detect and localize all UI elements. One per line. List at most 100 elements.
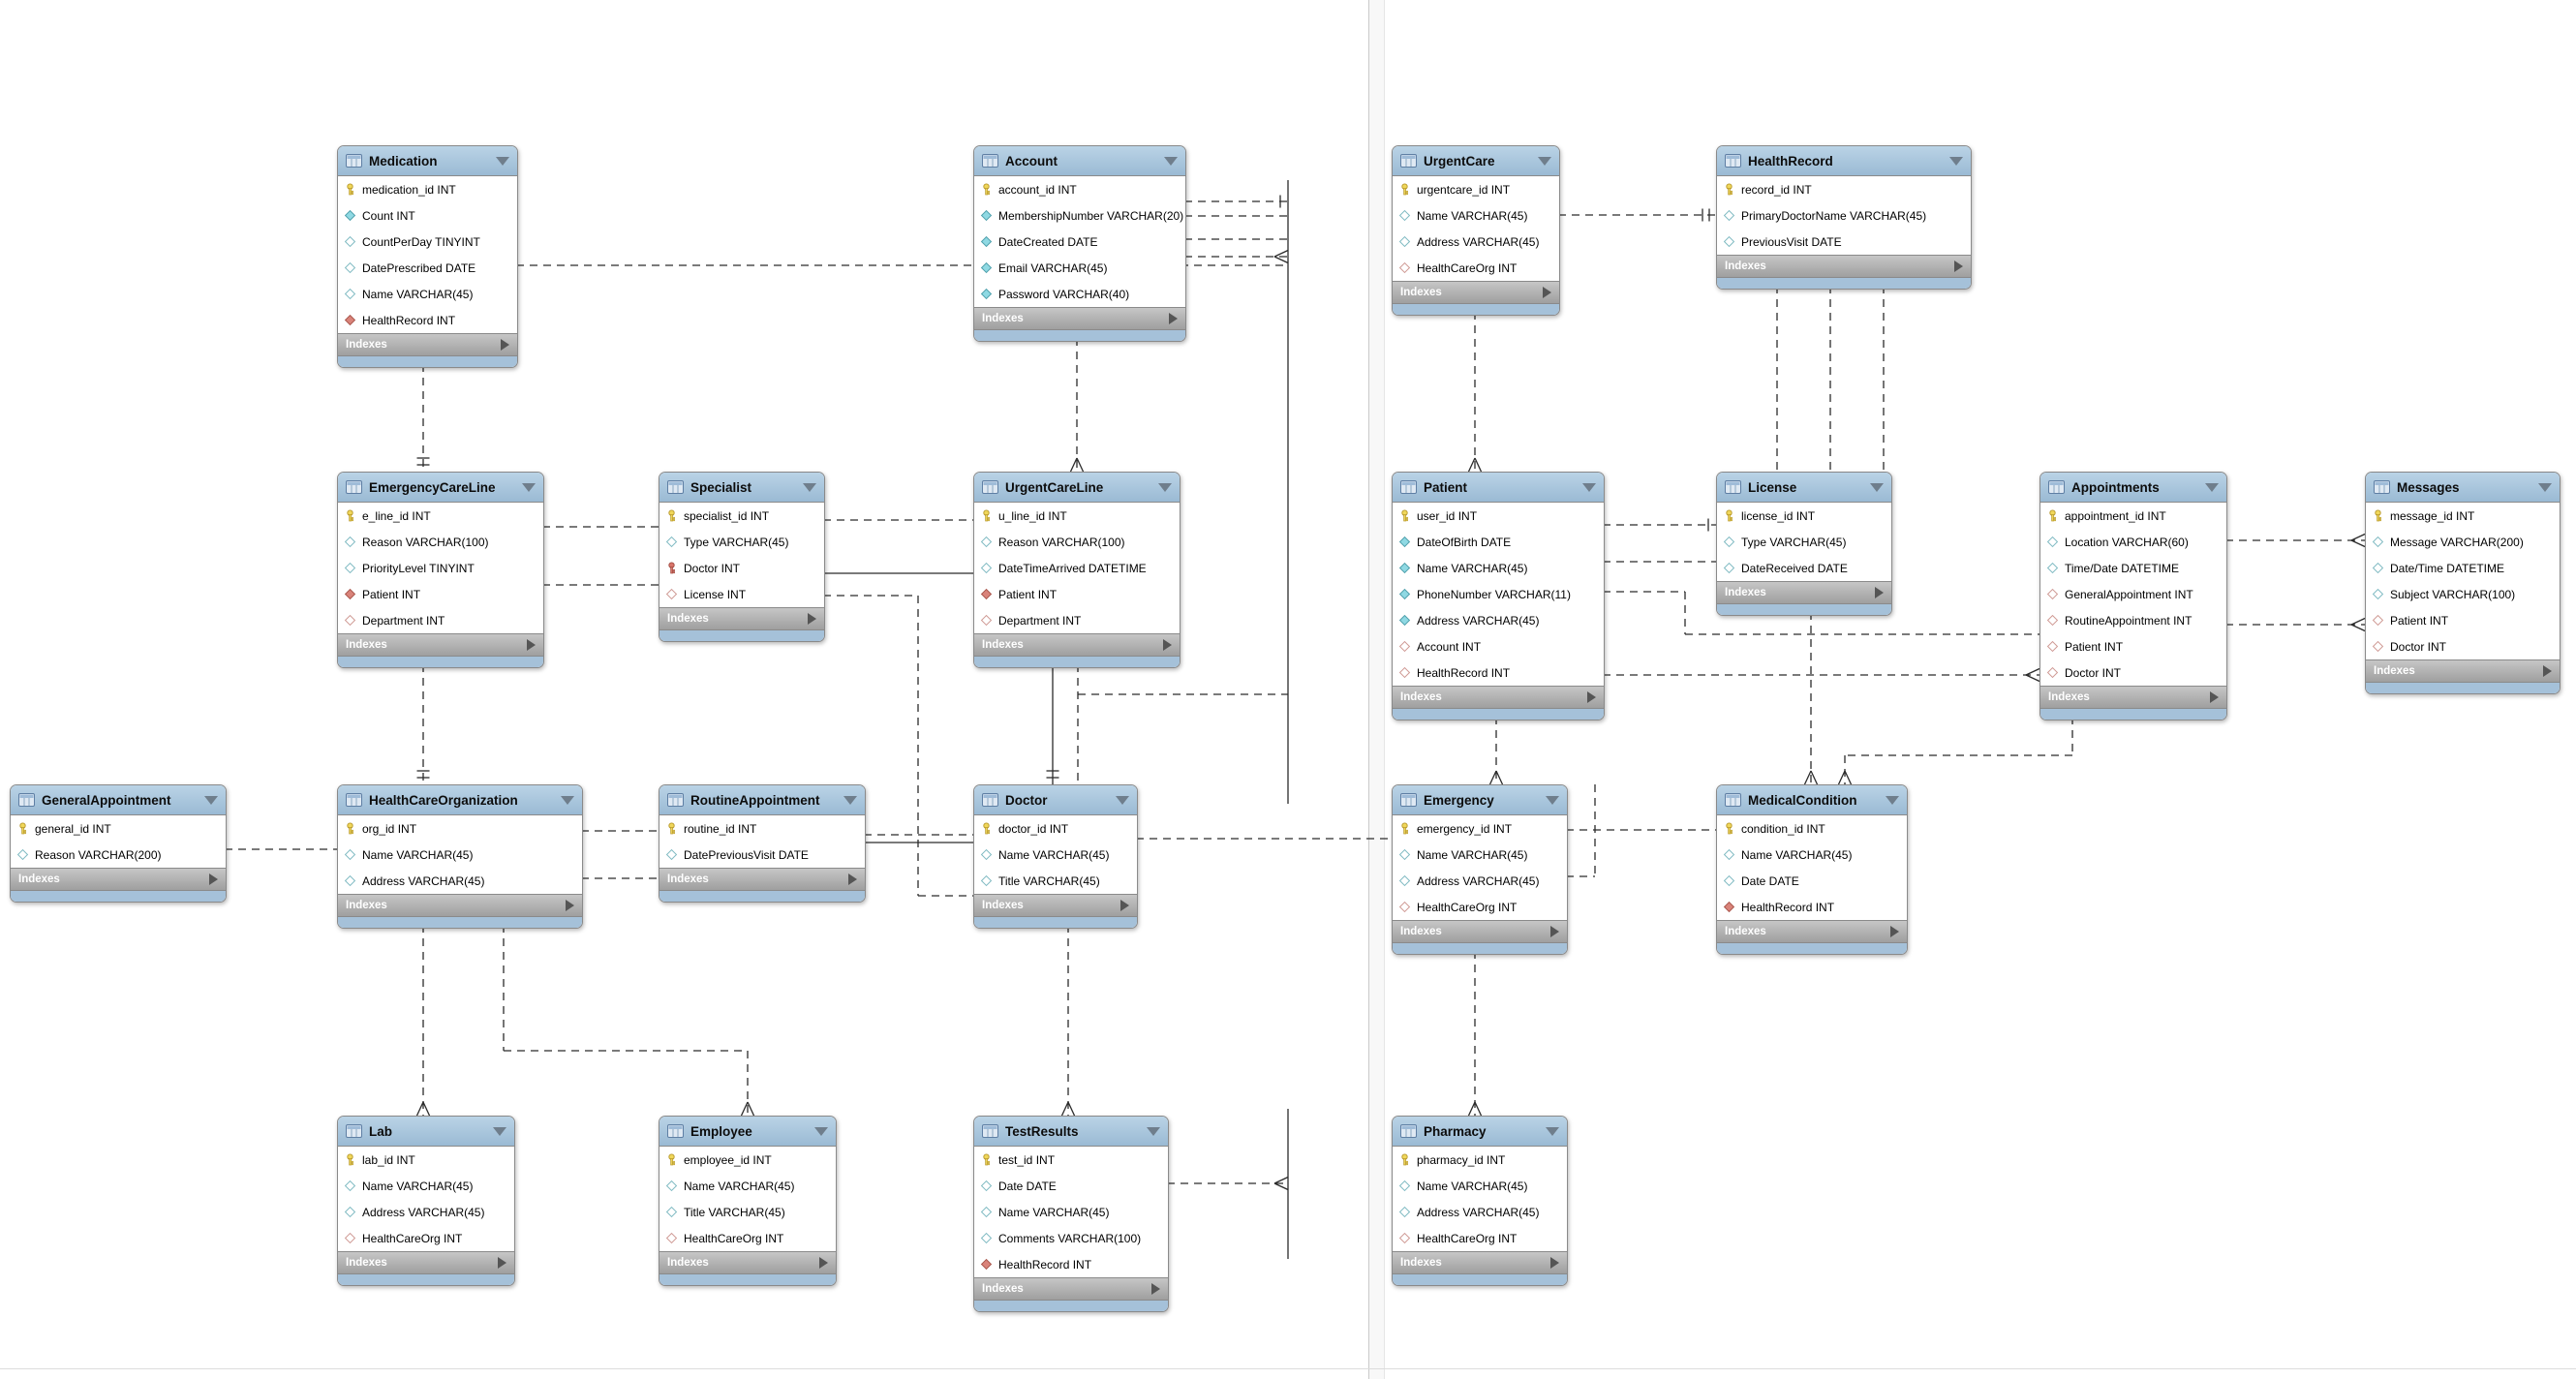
expand-arrow-icon[interactable]: [1954, 260, 1963, 272]
collapse-triangle-icon[interactable]: [1582, 482, 1596, 492]
column-row[interactable]: DateCreated DATE: [974, 229, 1185, 255]
column-row[interactable]: Address VARCHAR(45): [1393, 1199, 1567, 1225]
indexes-bar[interactable]: Indexes: [1393, 920, 1567, 942]
column-row[interactable]: HealthCareOrg INT: [1393, 255, 1559, 281]
table-header[interactable]: Lab: [338, 1117, 514, 1147]
column-row[interactable]: HealthRecord INT: [1717, 894, 1907, 920]
indexes-bar[interactable]: Indexes: [1393, 281, 1559, 303]
column-row[interactable]: Patient INT: [974, 581, 1180, 607]
column-row[interactable]: Reason VARCHAR(200): [11, 842, 226, 868]
column-row[interactable]: Reason VARCHAR(100): [338, 529, 543, 555]
indexes-bar[interactable]: Indexes: [11, 868, 226, 890]
column-row[interactable]: Patient INT: [2040, 633, 2226, 659]
indexes-bar[interactable]: Indexes: [1717, 920, 1907, 942]
column-row[interactable]: DateTimeArrived DATETIME: [974, 555, 1180, 581]
column-row[interactable]: condition_id INT: [1717, 815, 1907, 842]
indexes-bar[interactable]: Indexes: [1717, 255, 1971, 277]
column-row[interactable]: Count INT: [338, 202, 517, 229]
column-row[interactable]: Name VARCHAR(45): [974, 842, 1137, 868]
column-row[interactable]: Address VARCHAR(45): [1393, 868, 1567, 894]
collapse-triangle-icon[interactable]: [814, 1126, 828, 1136]
column-row[interactable]: lab_id INT: [338, 1147, 514, 1173]
table-header[interactable]: UrgentCare: [1393, 146, 1559, 176]
table-header[interactable]: Account: [974, 146, 1185, 176]
indexes-bar[interactable]: Indexes: [338, 1251, 514, 1273]
column-row[interactable]: Date DATE: [1717, 868, 1907, 894]
expand-arrow-icon[interactable]: [848, 873, 857, 885]
column-row[interactable]: Password VARCHAR(40): [974, 281, 1185, 307]
column-row[interactable]: Subject VARCHAR(100): [2366, 581, 2560, 607]
column-row[interactable]: Address VARCHAR(45): [338, 868, 582, 894]
indexes-bar[interactable]: Indexes: [659, 868, 865, 890]
indexes-bar[interactable]: Indexes: [659, 1251, 836, 1273]
column-row[interactable]: Name VARCHAR(45): [1393, 842, 1567, 868]
column-row[interactable]: license_id INT: [1717, 503, 1891, 529]
indexes-bar[interactable]: Indexes: [974, 1277, 1168, 1300]
collapse-triangle-icon[interactable]: [561, 795, 574, 805]
collapse-triangle-icon[interactable]: [843, 795, 857, 805]
column-row[interactable]: DatePrescribed DATE: [338, 255, 517, 281]
collapse-triangle-icon[interactable]: [522, 482, 536, 492]
expand-arrow-icon[interactable]: [501, 339, 509, 351]
column-row[interactable]: PhoneNumber VARCHAR(11): [1393, 581, 1604, 607]
column-row[interactable]: Location VARCHAR(60): [2040, 529, 2226, 555]
collapse-triangle-icon[interactable]: [1886, 795, 1899, 805]
table-header[interactable]: HealthRecord: [1717, 146, 1971, 176]
collapse-triangle-icon[interactable]: [1546, 1126, 1559, 1136]
expand-arrow-icon[interactable]: [498, 1257, 506, 1269]
expand-arrow-icon[interactable]: [566, 900, 574, 911]
column-row[interactable]: Date/Time DATETIME: [2366, 555, 2560, 581]
column-row[interactable]: Doctor INT: [2040, 659, 2226, 686]
table-header[interactable]: TestResults: [974, 1117, 1168, 1147]
expand-arrow-icon[interactable]: [2543, 665, 2552, 677]
column-row[interactable]: Comments VARCHAR(100): [974, 1225, 1168, 1251]
column-row[interactable]: record_id INT: [1717, 176, 1971, 202]
column-row[interactable]: Name VARCHAR(45): [1393, 1173, 1567, 1199]
column-row[interactable]: HealthCareOrg INT: [659, 1225, 836, 1251]
expand-arrow-icon[interactable]: [1875, 587, 1884, 598]
column-row[interactable]: Name VARCHAR(45): [1393, 202, 1559, 229]
indexes-bar[interactable]: Indexes: [338, 333, 517, 355]
collapse-triangle-icon[interactable]: [496, 156, 509, 166]
collapse-triangle-icon[interactable]: [493, 1126, 506, 1136]
expand-arrow-icon[interactable]: [1163, 639, 1172, 651]
column-row[interactable]: Doctor INT: [659, 555, 824, 581]
indexes-bar[interactable]: Indexes: [338, 894, 582, 916]
column-row[interactable]: HealthCareOrg INT: [1393, 1225, 1567, 1251]
column-row[interactable]: specialist_id INT: [659, 503, 824, 529]
column-row[interactable]: Name VARCHAR(45): [338, 1173, 514, 1199]
column-row[interactable]: Name VARCHAR(45): [338, 842, 582, 868]
table-header[interactable]: MedicalCondition: [1717, 785, 1907, 815]
expand-arrow-icon[interactable]: [2210, 691, 2219, 703]
indexes-bar[interactable]: Indexes: [974, 633, 1180, 656]
column-row[interactable]: Name VARCHAR(45): [659, 1173, 836, 1199]
column-row[interactable]: Name VARCHAR(45): [974, 1199, 1168, 1225]
column-row[interactable]: Message VARCHAR(200): [2366, 529, 2560, 555]
collapse-triangle-icon[interactable]: [1870, 482, 1884, 492]
expand-arrow-icon[interactable]: [209, 873, 218, 885]
collapse-triangle-icon[interactable]: [204, 795, 218, 805]
column-row[interactable]: Address VARCHAR(45): [338, 1199, 514, 1225]
table-header[interactable]: Medication: [338, 146, 517, 176]
column-row[interactable]: Time/Date DATETIME: [2040, 555, 2226, 581]
column-row[interactable]: HealthRecord INT: [974, 1251, 1168, 1277]
column-row[interactable]: DateReceived DATE: [1717, 555, 1891, 581]
column-row[interactable]: e_line_id INT: [338, 503, 543, 529]
table-header[interactable]: License: [1717, 473, 1891, 503]
column-row[interactable]: Name VARCHAR(45): [1717, 842, 1907, 868]
expand-arrow-icon[interactable]: [1543, 287, 1551, 298]
column-row[interactable]: RoutineAppointment INT: [2040, 607, 2226, 633]
table-header[interactable]: RoutineAppointment: [659, 785, 865, 815]
column-row[interactable]: PriorityLevel TINYINT: [338, 555, 543, 581]
